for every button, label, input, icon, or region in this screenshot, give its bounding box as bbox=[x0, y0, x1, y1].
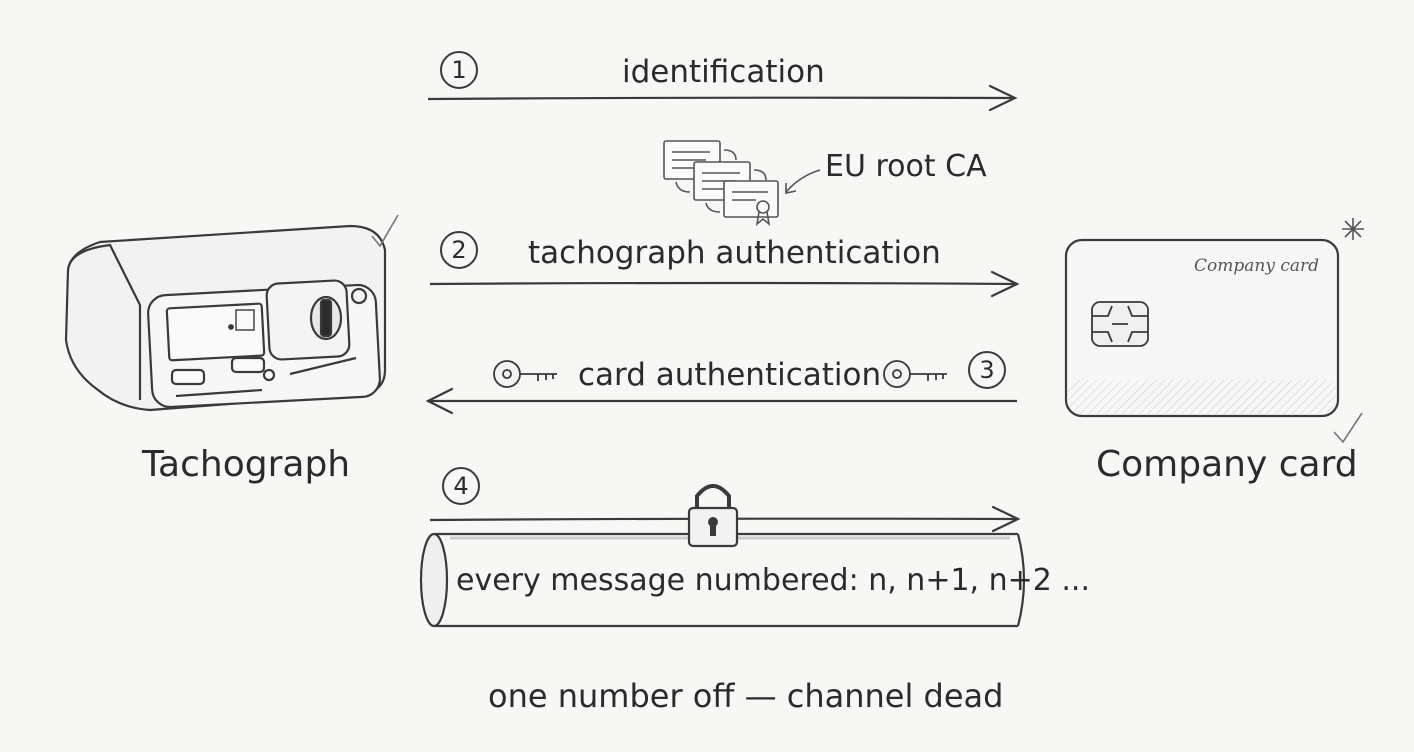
label-identification: identification bbox=[622, 54, 825, 90]
key-icon bbox=[493, 360, 557, 388]
step-number-4: 4 bbox=[442, 467, 480, 505]
label-company-card: Company card bbox=[1096, 444, 1358, 485]
label-eu-root-ca: EU root CA bbox=[825, 149, 987, 184]
checkmark-icon bbox=[1333, 412, 1363, 444]
step-number-2: 2 bbox=[440, 231, 478, 269]
certificate-chain-icon bbox=[663, 140, 779, 226]
label-card-authentication: card authentication bbox=[578, 357, 882, 393]
chip-icon bbox=[1091, 301, 1149, 347]
footer-caption: one number off — channel dead bbox=[488, 677, 1004, 715]
tachograph-device bbox=[64, 224, 387, 412]
step-number-3: 3 bbox=[968, 351, 1006, 389]
company-card bbox=[1064, 238, 1340, 418]
label-tachograph: Tachograph bbox=[142, 444, 351, 485]
arrow-identification bbox=[427, 84, 1018, 112]
padlock-icon bbox=[687, 484, 739, 548]
label-message-numbering: every message numbered: n, n+1, n+2 ... bbox=[456, 563, 1090, 598]
label-tachograph-authentication: tachograph authentication bbox=[528, 235, 941, 271]
arrow-tachograph-authentication bbox=[429, 270, 1020, 298]
step-number-1: 1 bbox=[440, 51, 478, 89]
checkmark-icon bbox=[371, 214, 399, 248]
ca-pointer-arrow bbox=[785, 169, 821, 193]
key-icon bbox=[883, 360, 947, 388]
sparkle-icon bbox=[1342, 218, 1364, 240]
arrow-card-authentication bbox=[425, 387, 1018, 415]
card-printed-text: Company card bbox=[1194, 256, 1320, 276]
